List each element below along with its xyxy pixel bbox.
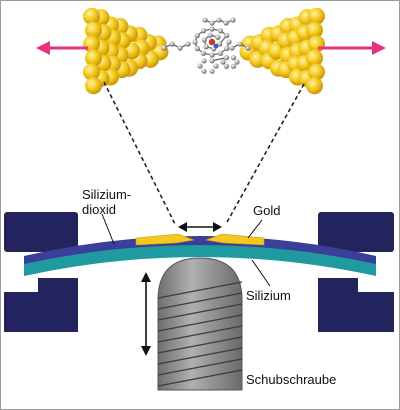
screw-thread: [157, 325, 243, 343]
gold-left-atom: [85, 77, 102, 95]
molecule-atom: [224, 32, 230, 39]
molecule-atom: [230, 63, 237, 69]
molecule-atom: [229, 45, 235, 51]
molecule-metal-center: [208, 38, 216, 46]
clamp-top-left: [4, 212, 78, 252]
molecule-atom: [230, 55, 237, 61]
molecule-atom: [245, 45, 251, 51]
gold-cluster-left: [83, 7, 169, 95]
molecule-atom: [201, 37, 207, 43]
gold-right-atom: [308, 7, 325, 25]
double-arrow-vertical-icon: [141, 272, 151, 356]
silicon-substrate: [24, 242, 376, 276]
screw-thread: [157, 281, 243, 299]
molecule-atom: [194, 45, 200, 52]
molecule-atom: [223, 63, 230, 69]
molecule-atom: [226, 39, 232, 45]
label-push-screw: Schubschraube: [246, 372, 336, 387]
leader-silicon-dioxide: [101, 213, 115, 245]
molecule-atom: [207, 32, 213, 38]
molecule-atom: [213, 63, 219, 69]
screw-thread: [157, 336, 243, 354]
zoom-line-right: [225, 83, 305, 225]
molecule-atom: [220, 59, 226, 65]
gold-electrode-left: [135, 233, 196, 246]
molecule-atom: [217, 41, 223, 47]
double-arrow-horizontal-icon: [178, 222, 222, 232]
screw-thread: [157, 303, 243, 321]
leader-gold: [247, 219, 263, 239]
molecule-atom: [237, 41, 243, 47]
leader-silicon: [251, 259, 271, 287]
molecule-atom: [177, 45, 183, 51]
molecule-atom: [216, 17, 222, 23]
molecule-atom: [223, 55, 230, 61]
gold-left-atom: [83, 63, 100, 81]
molecule-atom: [209, 20, 215, 26]
molecule-atom: [223, 20, 229, 26]
molecule: [161, 17, 251, 74]
arrow-right-icon: [318, 41, 386, 55]
gold-cluster-right: [239, 7, 325, 95]
label-silicon: Silizium: [246, 288, 291, 303]
molecule-atom: [201, 68, 207, 74]
molecule-atom: [224, 45, 230, 52]
gold-left-atom: [85, 21, 102, 39]
screw-thread: [157, 358, 243, 376]
silicon-dioxide-layer: [24, 236, 376, 264]
zoom-line-left: [103, 81, 177, 227]
molecule-atom: [203, 44, 209, 50]
molecule-atom: [202, 17, 208, 23]
molecule-atom: [215, 34, 221, 40]
label-gold: Gold: [253, 203, 280, 218]
gold-left-atom: [83, 7, 100, 25]
molecule-atom: [217, 50, 224, 56]
molecule-atom: [209, 68, 215, 74]
label-silicon-dioxide-line2: dioxid: [82, 202, 116, 217]
molecule-atom: [197, 63, 203, 69]
gold-right-atom: [306, 49, 323, 67]
molecule-atom: [161, 45, 167, 51]
gold-right-atom: [306, 77, 323, 95]
screw-thread: [157, 369, 243, 387]
molecule-atom: [169, 41, 175, 47]
molecule-atom: [234, 59, 240, 65]
molecule-atom: [201, 58, 207, 64]
push-screw: [157, 257, 243, 391]
molecule-atom: [192, 39, 198, 45]
molecule-atom: [230, 17, 236, 23]
screw-thread: [157, 347, 243, 365]
gold-right-atom: [306, 21, 323, 39]
molecule-atom: [217, 28, 224, 34]
molecule-atom: [209, 58, 215, 64]
molecule-atom: [209, 52, 215, 58]
screw-thread: [157, 314, 243, 332]
gold-right-atom: [308, 63, 325, 81]
molecule-atom: [200, 28, 207, 34]
gold-left-atom: [85, 49, 102, 67]
molecule-atom: [209, 26, 215, 32]
label-silicon-dioxide-line1: Silizium-: [82, 187, 131, 202]
molecule-nitrogen: [213, 43, 219, 49]
arrow-left-icon: [36, 41, 88, 55]
screw-thread: [157, 292, 243, 310]
clamp-bottom-left: [4, 278, 78, 332]
clamp-top-right: [318, 212, 394, 252]
molecule-atom: [200, 50, 207, 56]
molecule-atom: [194, 32, 200, 39]
clamp-bottom-right: [318, 278, 394, 332]
molecule-atom: [185, 41, 191, 47]
